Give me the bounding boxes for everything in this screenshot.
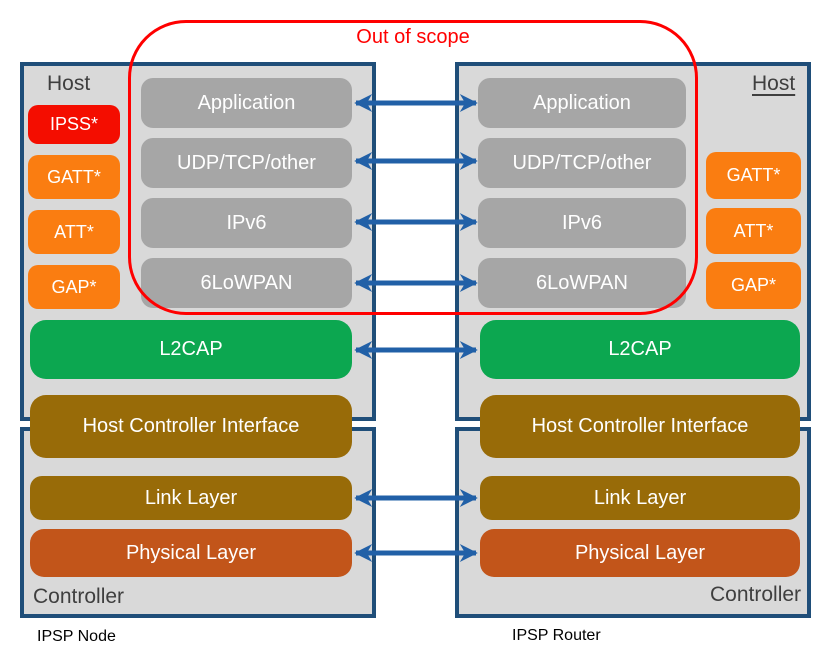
router-badge-gatt: GATT* — [706, 152, 801, 199]
router-layer-hci: Host Controller Interface — [480, 395, 800, 458]
router-layer-l2cap: L2CAP — [480, 320, 800, 379]
router-controller-label: Controller — [710, 583, 802, 606]
router-layer-udp-tcp: UDP/TCP/other — [478, 138, 686, 188]
router-layer-link: Link Layer — [480, 476, 800, 520]
node-layer-l2cap: L2CAP — [30, 320, 352, 379]
router-layer-ipv6: IPv6 — [478, 198, 686, 248]
router-layer-6lowpan: 6LoWPAN — [478, 258, 686, 308]
node-layer-link: Link Layer — [30, 476, 352, 520]
router-caption: IPSP Router — [512, 627, 601, 644]
node-layer-6lowpan: 6LoWPAN — [141, 258, 352, 308]
node-badge-gap: GAP* — [28, 265, 120, 309]
node-layer-ipv6: IPv6 — [141, 198, 352, 248]
node-layer-hci: Host Controller Interface — [30, 395, 352, 458]
router-badge-att: ATT* — [706, 208, 801, 254]
node-controller-panel — [20, 427, 376, 618]
node-layer-udp-tcp: UDP/TCP/other — [141, 138, 352, 188]
out-of-scope-label: Out of scope — [356, 26, 470, 48]
node-layer-physical: Physical Layer — [30, 529, 352, 577]
node-controller-label: Controller — [33, 585, 125, 608]
node-host-label: Host — [47, 72, 91, 95]
node-badge-ipss: IPSS* — [28, 105, 120, 144]
node-badge-gatt: GATT* — [28, 155, 120, 199]
node-layer-application: Application — [141, 78, 352, 128]
node-badge-att: ATT* — [28, 210, 120, 254]
router-layer-application: Application — [478, 78, 686, 128]
router-badge-gap: GAP* — [706, 262, 801, 309]
router-controller-panel — [455, 427, 811, 618]
router-host-label: Host — [752, 72, 796, 95]
router-layer-physical: Physical Layer — [480, 529, 800, 577]
node-caption: IPSP Node — [37, 628, 116, 645]
